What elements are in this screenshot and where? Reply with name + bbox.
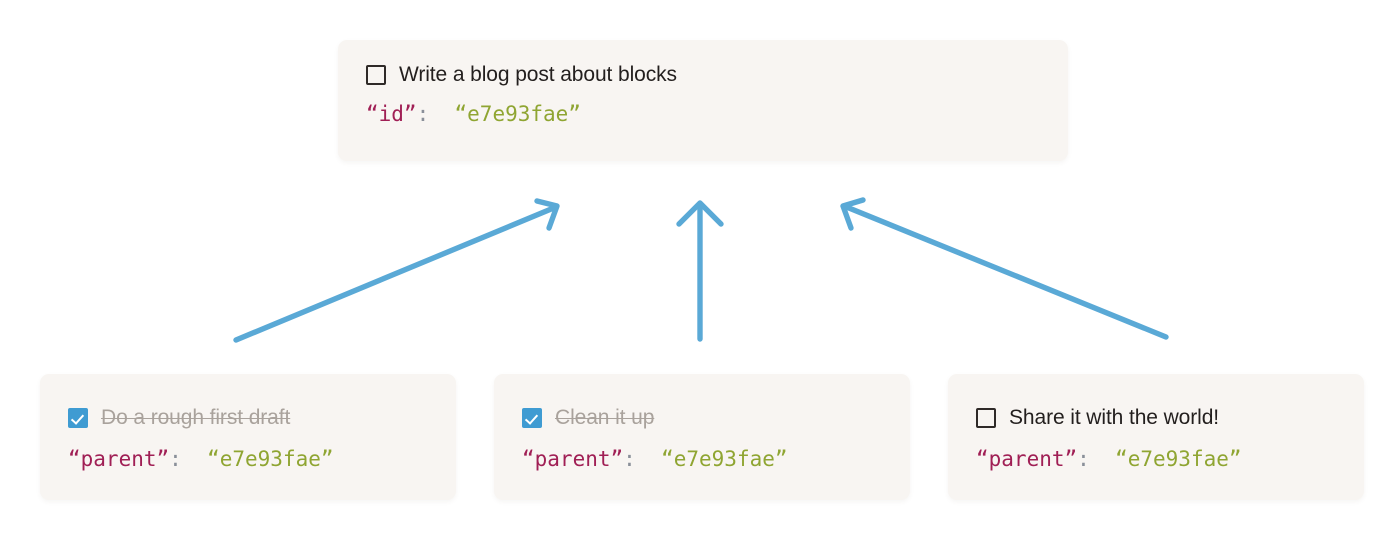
json-colon: :: [1077, 447, 1116, 471]
child-block-card-2[interactable]: Clean it up “parent”: “e7e93fae”: [494, 374, 910, 500]
parent-block-card[interactable]: Write a blog post about blocks “id”: “e7…: [338, 40, 1068, 161]
checkbox-unchecked-icon[interactable]: [366, 65, 386, 85]
child-todo-label-2: Clean it up: [555, 406, 655, 429]
child-block-card-3[interactable]: Share it with the world! “parent”: “e7e9…: [948, 374, 1364, 500]
child-json-line-3: “parent”: “e7e93fae”: [976, 445, 1364, 473]
arrow-child-1-to-parent: [233, 198, 560, 343]
json-value: “e7e93fae”: [207, 447, 334, 471]
json-key: “parent”: [68, 447, 170, 471]
json-colon: :: [416, 102, 455, 126]
child-json-line-1: “parent”: “e7e93fae”: [68, 445, 456, 473]
json-key: “id”: [366, 102, 417, 126]
child-todo-label-3: Share it with the world!: [1009, 406, 1220, 429]
child-todo-row-2[interactable]: Clean it up: [522, 405, 910, 431]
json-colon: :: [169, 447, 208, 471]
json-value: “e7e93fae”: [661, 447, 788, 471]
checkbox-checked-icon[interactable]: [68, 408, 88, 428]
parent-todo-row[interactable]: Write a blog post about blocks: [366, 62, 1068, 88]
arrow-child-3-to-parent: [840, 197, 1169, 340]
child-block-card-1[interactable]: Do a rough first draft “parent”: “e7e93f…: [40, 374, 456, 500]
json-key: “parent”: [522, 447, 624, 471]
child-todo-label-1: Do a rough first draft: [101, 406, 291, 429]
json-colon: :: [623, 447, 662, 471]
child-todo-row-1[interactable]: Do a rough first draft: [68, 405, 456, 431]
parent-todo-label: Write a blog post about blocks: [399, 63, 677, 86]
json-value: “e7e93fae”: [454, 102, 581, 126]
checkbox-checked-icon[interactable]: [522, 408, 542, 428]
child-json-line-2: “parent”: “e7e93fae”: [522, 445, 910, 473]
child-todo-row-3[interactable]: Share it with the world!: [976, 405, 1364, 431]
parent-json-line: “id”: “e7e93fae”: [366, 100, 1068, 128]
json-value: “e7e93fae”: [1115, 447, 1242, 471]
json-key: “parent”: [976, 447, 1078, 471]
checkbox-unchecked-icon[interactable]: [976, 408, 996, 428]
arrow-child-2-to-parent: [676, 200, 724, 342]
